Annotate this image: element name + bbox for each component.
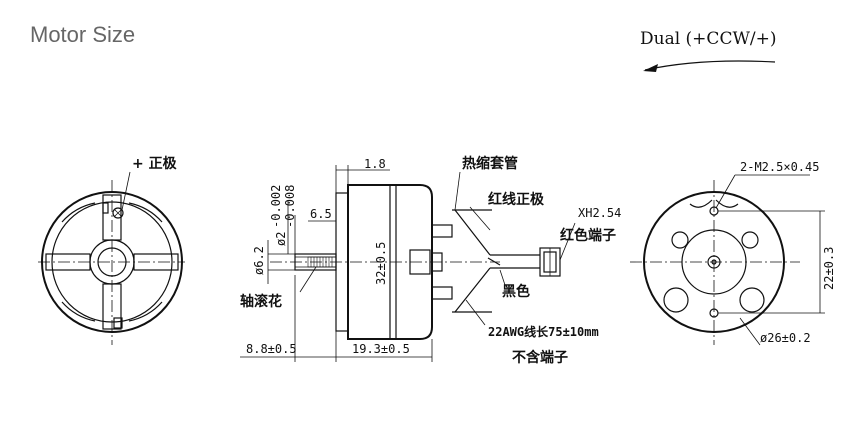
rotation-arrowhead <box>643 64 658 72</box>
screw-holes-label: 2-M2.5×0.45 <box>740 160 819 174</box>
outer-dia-dim: ø26±0.2 <box>760 331 811 345</box>
wire-spec-label: 22AWG线长75±10mm <box>488 324 599 339</box>
dim-shaft-length: 8.8±0.5 <box>246 342 297 356</box>
front-view <box>630 174 825 346</box>
dim-6-5: 6.5 <box>310 207 332 221</box>
heat-shrink-label: 热缩套管 <box>462 155 518 172</box>
black-wire-label: 黑色 <box>502 283 530 300</box>
side-view <box>240 165 576 362</box>
positive-pole-label: + 正极 <box>132 155 178 172</box>
connector-label: XH2.54 <box>578 206 621 220</box>
no-terminal-label: 不含端子 <box>512 349 568 366</box>
dim-shaft-tol-upper: -0.002 <box>269 185 283 228</box>
left-view <box>38 171 185 345</box>
hole-spacing-dim: 22±0.3 <box>822 247 836 290</box>
dim-body-length: 19.3±0.5 <box>352 342 410 356</box>
dim-body-dia: 32±0.5 <box>374 242 388 285</box>
dim-1-8: 1.8 <box>364 157 386 171</box>
dim-shaft-dia: ø2 <box>274 232 288 246</box>
rotation-label: Dual (+CCW/+) <box>640 29 777 49</box>
page-title: Motor Size <box>30 22 136 47</box>
dim-boss-dia: ø6.2 <box>252 246 266 275</box>
knurled-shaft-label: 轴滚花 <box>240 293 282 310</box>
rotation-arrow <box>644 60 776 71</box>
red-terminal-label: 红色端子 <box>560 227 616 244</box>
dim-shaft-tol-lower: -0.008 <box>283 185 297 228</box>
red-wire-positive-label: 红线正极 <box>488 191 545 208</box>
